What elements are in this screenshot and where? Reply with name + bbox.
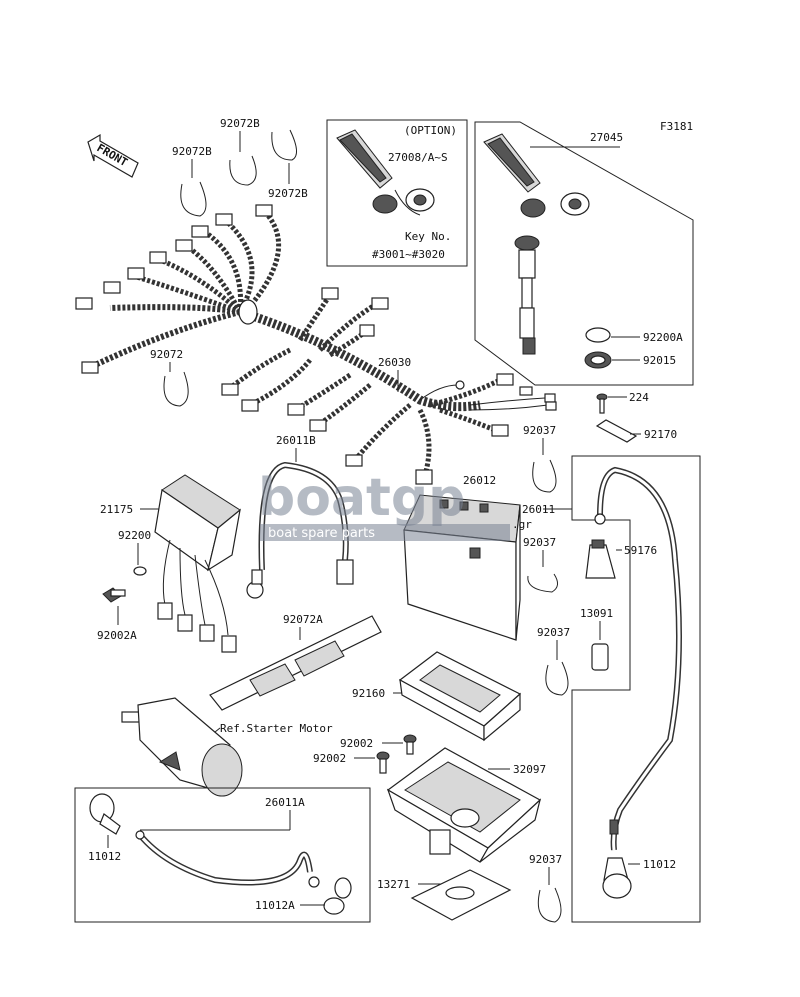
part-21175: 21175 — [100, 503, 133, 516]
part-32097: 32097 — [513, 763, 546, 776]
terminal-cover-icon — [591, 643, 609, 671]
part-11012-right: 11012 — [643, 858, 676, 871]
part-92072: 92072 — [150, 348, 183, 361]
part-92200A: 92200A — [643, 331, 683, 344]
part-92015: 92015 — [643, 354, 676, 367]
clamp-icon — [537, 887, 562, 923]
bolt-icon — [403, 734, 417, 755]
watermark-logo: boatgp .gr boat spare parts — [258, 468, 532, 541]
cable-26011A-box — [74, 787, 371, 923]
battery-case-icon — [386, 747, 542, 863]
battery-cable-icon — [135, 830, 320, 888]
cable-box — [571, 455, 701, 923]
clamp-icon — [180, 181, 207, 217]
clamp-icon — [527, 573, 558, 593]
battery-tray-icon — [398, 651, 522, 742]
clamp-icon — [271, 129, 297, 161]
watermark-suffix: .gr — [512, 518, 532, 531]
part-26012: 26012 — [463, 474, 496, 487]
washer-icon — [133, 566, 147, 576]
clamp-icon — [545, 661, 569, 696]
part-92037-b: 92037 — [523, 536, 556, 549]
part-92072B-top: 92072B — [220, 117, 260, 130]
part-92072A: 92072A — [283, 613, 323, 626]
part-92002-a: 92002 — [340, 737, 373, 750]
lanyard-key-icon — [483, 133, 590, 218]
part-26011A: 26011A — [265, 796, 305, 809]
key-range: #3001~#3020 — [372, 248, 445, 261]
battery-cable-icon — [594, 466, 682, 851]
part-92160: 92160 — [352, 687, 385, 700]
part-59176: 59176 — [624, 544, 657, 557]
watermark-tagline: boat spare parts — [268, 526, 375, 541]
part-92002-b: 92002 — [313, 752, 346, 765]
ignitor-box-icon — [154, 474, 241, 653]
part-92037-c: 92037 — [537, 626, 570, 639]
watermark-brand: boatgp — [258, 468, 465, 528]
ref-starter-motor: Ref.Starter Motor — [220, 722, 333, 735]
key-switch-box — [474, 121, 694, 386]
part-92037-a: 92037 — [523, 424, 556, 437]
option-box — [326, 119, 468, 267]
bolt-icon — [102, 587, 126, 603]
part-92170: 92170 — [644, 428, 677, 441]
part-11012-left: 11012 — [88, 850, 121, 863]
key-label: Key No. — [405, 230, 451, 243]
part-92200: 92200 — [118, 529, 151, 542]
part-92002A: 92002A — [97, 629, 137, 642]
front-arrow-icon: FRONT — [87, 133, 139, 178]
terminal-cap-icon — [602, 857, 632, 899]
o-ring-icon — [585, 327, 611, 343]
battery-strap-icon — [209, 615, 382, 711]
clamp-icon — [229, 155, 257, 186]
part-26030: 26030 — [378, 356, 411, 369]
part-92037-d: 92037 — [529, 853, 562, 866]
part-27045: 27045 — [590, 131, 623, 144]
part-13271: 13271 — [377, 878, 410, 891]
option-title: (OPTION) — [404, 124, 457, 137]
part-26011B: 26011B — [276, 434, 316, 447]
part-11012A: 11012A — [255, 899, 295, 912]
starter-motor-icon — [121, 697, 243, 797]
key-switch-icon — [514, 235, 540, 355]
terminal-cap-icon — [89, 793, 121, 835]
bolt-icon — [376, 751, 390, 774]
option-part-number: 27008/A~S — [388, 151, 448, 164]
cap-icon — [585, 539, 616, 579]
clamp-icon — [532, 459, 557, 493]
part-92072B-left: 92072B — [172, 145, 212, 158]
part-13091: 13091 — [580, 607, 613, 620]
clamp-icon — [163, 371, 189, 407]
figure-code: F3181 — [660, 120, 693, 133]
part-224: 224 — [629, 391, 649, 404]
terminal-cap-icon — [323, 877, 352, 915]
option-lanyard-key-icon — [336, 129, 435, 216]
wire-harness — [75, 204, 557, 485]
part-26011: 26011 — [522, 503, 555, 516]
strap-plate-icon — [595, 419, 638, 443]
part-92072B-right: 92072B — [268, 187, 308, 200]
screw-icon — [596, 393, 608, 414]
